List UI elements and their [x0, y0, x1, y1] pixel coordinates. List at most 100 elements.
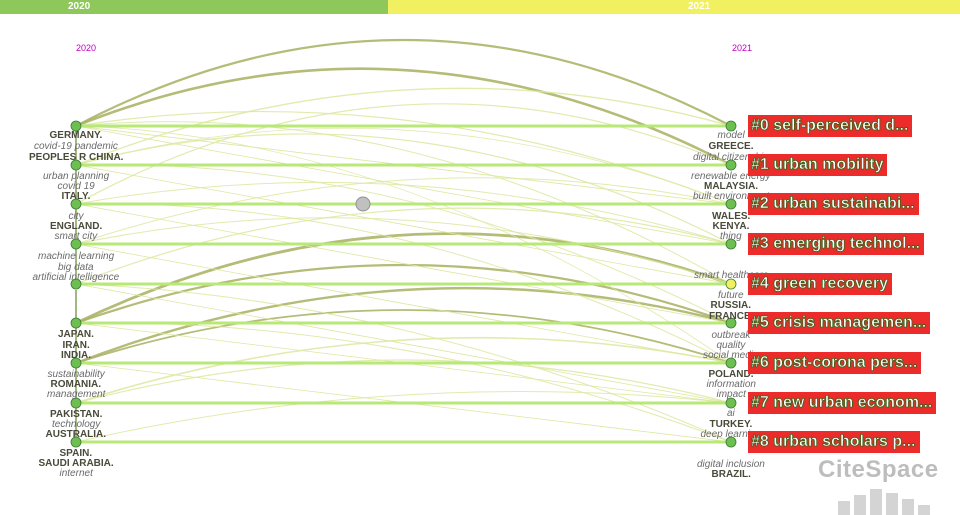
- left-node-7: [70, 397, 82, 409]
- left-label-20: AUSTRALIA.: [45, 429, 107, 440]
- link-arc-17: [75, 121, 732, 285]
- right-label-16: POLAND.: [708, 369, 754, 380]
- right-label-9: smart healthcare: [694, 270, 769, 281]
- link-line-3: [75, 243, 732, 364]
- right-node-4: [725, 278, 737, 290]
- link-line-1: [75, 164, 732, 285]
- link-arc-5: [75, 103, 732, 205]
- cluster-label-2[interactable]: #2 urban sustainabi...: [748, 193, 919, 215]
- timebar-segment-2021: [388, 0, 960, 14]
- right-label-17: information: [706, 379, 756, 390]
- left-node-6: [70, 357, 82, 369]
- left-label-22: SAUDI ARABIA.: [38, 458, 114, 469]
- link-arc-13: [75, 359, 732, 404]
- cluster-label-0[interactable]: #0 self-perceived d...: [748, 115, 913, 137]
- link-arc-23: [75, 127, 732, 205]
- cluster-label-8[interactable]: #8 urban scholars p...: [748, 431, 920, 453]
- left-node-1: [70, 159, 82, 171]
- link-arc-12: [75, 177, 732, 245]
- right-label-19: ai: [727, 408, 735, 419]
- link-line-2: [75, 203, 732, 324]
- right-label-22: digital inclusion: [697, 459, 765, 470]
- left-label-10: big data: [58, 262, 94, 273]
- right-node-8: [725, 436, 737, 448]
- right-label-5: built environment: [693, 191, 770, 202]
- right-node-6: [725, 357, 737, 369]
- left-node-8: [70, 436, 82, 448]
- right-label-7: KENYA.: [712, 221, 750, 232]
- link-arc-3: [75, 110, 732, 205]
- cluster-label-5[interactable]: #5 crisis managemen...: [748, 312, 931, 334]
- right-label-23: BRAZIL.: [711, 469, 751, 480]
- left-node-5: [70, 317, 82, 329]
- link-arc-0: [75, 39, 732, 127]
- link-arc-14: [75, 391, 732, 443]
- citespace-logo-text: CiteSpace: [818, 456, 939, 483]
- right-label-20: TURKEY.: [709, 419, 753, 430]
- right-node-5: [725, 317, 737, 329]
- right-label-3: renewable energy: [691, 171, 771, 182]
- right-label-21: deep learning: [700, 429, 762, 440]
- left-label-5: ITALY.: [61, 191, 91, 202]
- link-arc-9: [75, 309, 732, 364]
- cluster-label-1[interactable]: #1 urban mobility: [748, 154, 888, 176]
- left-label-19: technology: [52, 419, 101, 430]
- left-label-9: machine learning: [38, 251, 115, 262]
- link-arc-10: [75, 336, 732, 404]
- cluster-label-4[interactable]: #4 green recovery: [748, 273, 892, 295]
- left-label-7: ENGLAND.: [50, 221, 103, 232]
- link-arc-7: [75, 263, 732, 325]
- right-label-0: model: [717, 130, 745, 141]
- left-node-3: [70, 238, 82, 250]
- center-node: [355, 196, 371, 212]
- right-label-10: future: [718, 290, 744, 301]
- timebar-year-2020: 2020: [68, 1, 91, 12]
- link-arc-22: [75, 125, 732, 364]
- left-label-3: urban planning: [43, 171, 110, 182]
- cluster-label-3[interactable]: #3 emerging technol...: [748, 233, 924, 255]
- right-label-14: quality: [716, 340, 746, 351]
- right-node-3: [725, 238, 737, 250]
- right-label-12: FRANCE.: [709, 311, 754, 322]
- left-label-23: internet: [59, 468, 93, 479]
- link-arc-11: [75, 207, 732, 285]
- link-line-4: [75, 283, 732, 404]
- left-label-14: INDIA.: [61, 350, 91, 361]
- cluster-label-7[interactable]: #7 new urban econom...: [748, 392, 937, 414]
- left-label-15: sustainability: [47, 369, 105, 380]
- left-label-13: IRAN.: [62, 340, 90, 351]
- left-label-16: ROMANIA.: [50, 379, 102, 390]
- left-node-4: [70, 278, 82, 290]
- cluster-label-6[interactable]: #6 post-corona pers...: [748, 352, 922, 374]
- right-label-6: WALES.: [712, 211, 751, 222]
- right-label-11: RUSSIA.: [710, 300, 752, 311]
- left-label-18: PAKISTAN.: [50, 409, 103, 420]
- left-label-21: SPAIN.: [59, 448, 93, 459]
- link-arc-2: [75, 87, 732, 166]
- left-label-6: city: [68, 211, 84, 222]
- left-label-11: artificial intelligence: [32, 272, 120, 283]
- right-label-18: impact: [716, 389, 746, 400]
- right-label-13: outbreak: [711, 330, 751, 341]
- year-label-2020: 2020: [76, 43, 97, 53]
- right-node-1: [725, 159, 737, 171]
- link-arc-4: [75, 133, 732, 245]
- left-node-0: [70, 120, 82, 132]
- left-label-4: covid 19: [57, 181, 95, 192]
- right-label-4: MALAYSIA.: [704, 181, 759, 192]
- right-node-0: [725, 120, 737, 132]
- left-label-8: smart city: [54, 231, 98, 242]
- left-node-2: [70, 198, 82, 210]
- year-label-2021: 2021: [732, 43, 753, 53]
- right-label-15: social media: [703, 350, 759, 361]
- right-label-2: digital citizenship: [693, 152, 769, 163]
- citespace-logo: CiteSpace: [818, 456, 958, 515]
- left-label-1: covid-19 pandemic: [34, 141, 118, 152]
- right-label-1: GREECE.: [708, 141, 754, 152]
- link-arc-16: [75, 217, 732, 285]
- timebar-year-2021: 2021: [688, 1, 711, 12]
- timebar-segment-2020: [0, 0, 388, 14]
- left-label-17: management: [47, 389, 106, 400]
- right-node-2: [725, 198, 737, 210]
